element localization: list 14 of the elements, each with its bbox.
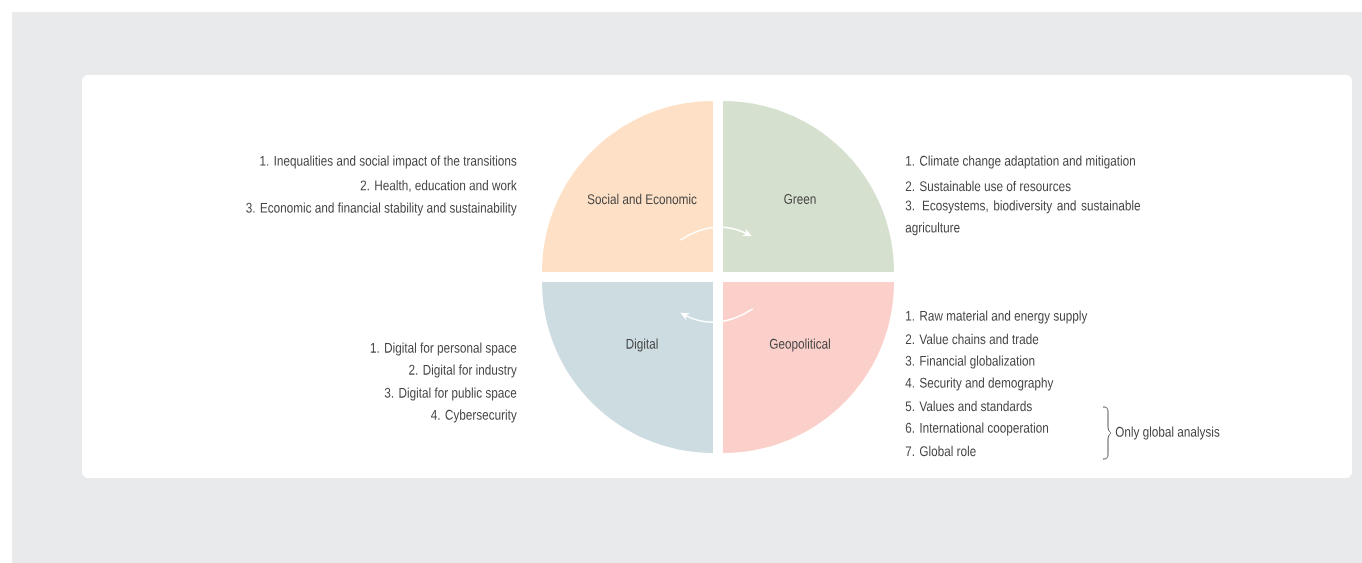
list-item: 4. Cybersecurity: [431, 409, 517, 423]
list-item: 1. Digital for personal space: [370, 342, 517, 356]
list-item: 3. Economic and financial stability and sustainability: [246, 202, 517, 216]
quadrant: Social and Economic: [542, 101, 713, 272]
list-item: 7. Global role: [905, 445, 976, 457]
list-item: 3. Digital for public space: [384, 387, 517, 401]
list-item: 2. Health, education and work: [360, 180, 517, 192]
list-item: 1. Inequalities and social impact of the transitions: [260, 155, 517, 169]
list-item: 1. Raw material and energy supply: [906, 310, 1088, 324]
list-item: Only global analysis: [1115, 426, 1220, 440]
quadrant: Green: [723, 101, 894, 272]
quadrant: Digital: [542, 282, 713, 453]
quadrant: Geopolitical: [723, 282, 894, 453]
list-item: 2. Digital for industry: [409, 364, 517, 378]
